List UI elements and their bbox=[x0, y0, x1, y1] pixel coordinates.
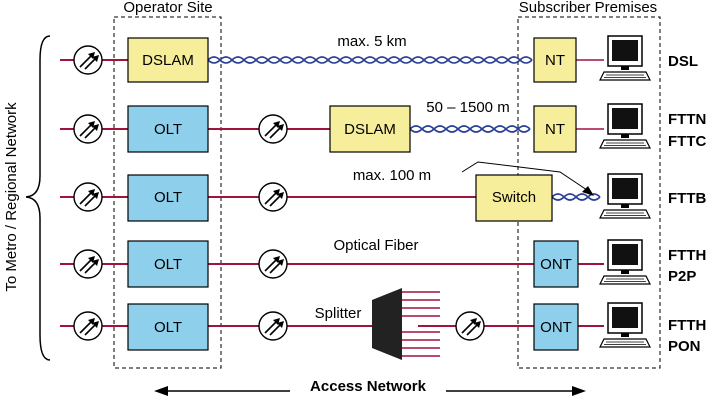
switch-box bbox=[475, 174, 553, 222]
olt-box bbox=[127, 105, 209, 153]
nt-box bbox=[533, 37, 577, 83]
transceiver-icon bbox=[258, 249, 288, 279]
transceiver-icon bbox=[455, 311, 485, 341]
ont-label: ONT bbox=[540, 256, 572, 273]
operator-site-frame bbox=[113, 16, 222, 369]
row-label-fttc: FTTC bbox=[668, 133, 706, 150]
computer-icon bbox=[599, 173, 651, 219]
nt-label: NT bbox=[545, 52, 565, 69]
ont-label: ONT bbox=[540, 319, 572, 336]
computer-icon bbox=[599, 239, 651, 285]
nt-label: NT bbox=[545, 121, 565, 138]
access-network-arrow-left bbox=[154, 386, 168, 396]
row-label-fttb: FTTB bbox=[668, 190, 706, 207]
switch-label: Switch bbox=[492, 189, 536, 206]
row-label-dsl: DSL bbox=[668, 53, 698, 70]
fttb-distance-arrowhead bbox=[582, 186, 594, 196]
nt-box bbox=[533, 105, 577, 153]
row-label-p2p: P2P bbox=[668, 268, 696, 285]
transceiver-icon bbox=[73, 45, 103, 75]
row2-copper-pair-b bbox=[409, 125, 531, 133]
row-label-fttn: FTTN bbox=[668, 111, 706, 128]
ont-box bbox=[533, 303, 579, 351]
fttn-distance-label: 50 – 1500 m bbox=[426, 99, 509, 116]
transceiver-icon bbox=[73, 182, 103, 212]
side-label: To Metro / Regional Network bbox=[3, 102, 20, 292]
splitter-label: Splitter bbox=[315, 305, 362, 322]
subscriber-premises-title: Subscriber Premises bbox=[519, 0, 657, 16]
computer-icon bbox=[599, 35, 651, 81]
olt-label: OLT bbox=[154, 189, 182, 206]
transceiver-icon bbox=[73, 311, 103, 341]
dsl-distance-label: max. 5 km bbox=[337, 33, 406, 50]
transceiver-icon bbox=[258, 114, 288, 144]
transceiver-icon bbox=[258, 311, 288, 341]
transceiver-icon bbox=[73, 249, 103, 279]
operator-site-title: Operator Site bbox=[123, 0, 212, 16]
left-brace bbox=[25, 35, 51, 361]
olt-box bbox=[127, 303, 209, 351]
splitter-icon bbox=[372, 288, 440, 360]
computer-icon bbox=[599, 103, 651, 149]
olt-label: OLT bbox=[154, 319, 182, 336]
ont-box bbox=[533, 240, 579, 288]
dslam-box bbox=[127, 37, 209, 83]
row-label-ftth: FTTH bbox=[668, 247, 706, 264]
transceiver-icon bbox=[73, 114, 103, 144]
subscriber-premises-frame bbox=[517, 16, 661, 369]
row-label-pon: PON bbox=[668, 338, 701, 355]
dslam-label: DSLAM bbox=[142, 52, 194, 69]
olt-label: OLT bbox=[154, 256, 182, 273]
computer-icons bbox=[599, 35, 651, 348]
fttb-distance-arrow bbox=[461, 161, 591, 193]
row1-copper-pair-b bbox=[207, 56, 533, 64]
access-network-label: Access Network bbox=[310, 378, 427, 395]
olt-box bbox=[127, 174, 209, 222]
dslam-label: DSLAM bbox=[344, 121, 396, 138]
computer-icon bbox=[599, 302, 651, 348]
dslam-box bbox=[329, 105, 411, 153]
transceiver-icon bbox=[258, 182, 288, 212]
access-network-arrow-right bbox=[572, 386, 586, 396]
olt-label: OLT bbox=[154, 121, 182, 138]
optical-fiber-label: Optical Fiber bbox=[333, 237, 418, 254]
row1-copper-pair-a bbox=[207, 56, 533, 64]
olt-box bbox=[127, 240, 209, 288]
access-network-label-bg bbox=[290, 372, 446, 398]
fttb-distance-label: max. 100 m bbox=[353, 167, 431, 184]
row-label-ftth: FTTH bbox=[668, 317, 706, 334]
